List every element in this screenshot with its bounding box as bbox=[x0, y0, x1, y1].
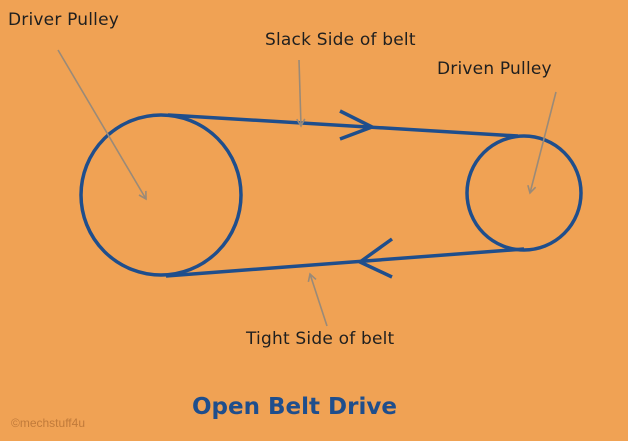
driver-leader-arrow bbox=[57, 49, 147, 201]
driver-pulley bbox=[79, 113, 243, 277]
watermark-credit: ©mechstuff4u bbox=[11, 416, 85, 430]
driven-pulley bbox=[465, 134, 583, 252]
driven-leader-arrow bbox=[527, 91, 557, 195]
slack-leader-arrow bbox=[296, 59, 306, 128]
driver-pulley-label: Driver Pulley bbox=[8, 10, 120, 30]
driven-pulley-label: Driven Pulley bbox=[437, 59, 552, 79]
slack-direction-arrow bbox=[339, 109, 374, 141]
tight-leader-arrow bbox=[307, 272, 328, 327]
slack-side-belt bbox=[167, 113, 519, 138]
diagram-title: Open Belt Drive bbox=[192, 394, 397, 420]
tight-direction-arrow bbox=[358, 237, 394, 279]
slack-side-label: Slack Side of belt bbox=[265, 30, 416, 50]
tight-side-belt bbox=[165, 247, 525, 278]
tight-side-label: Tight Side of belt bbox=[246, 329, 395, 349]
